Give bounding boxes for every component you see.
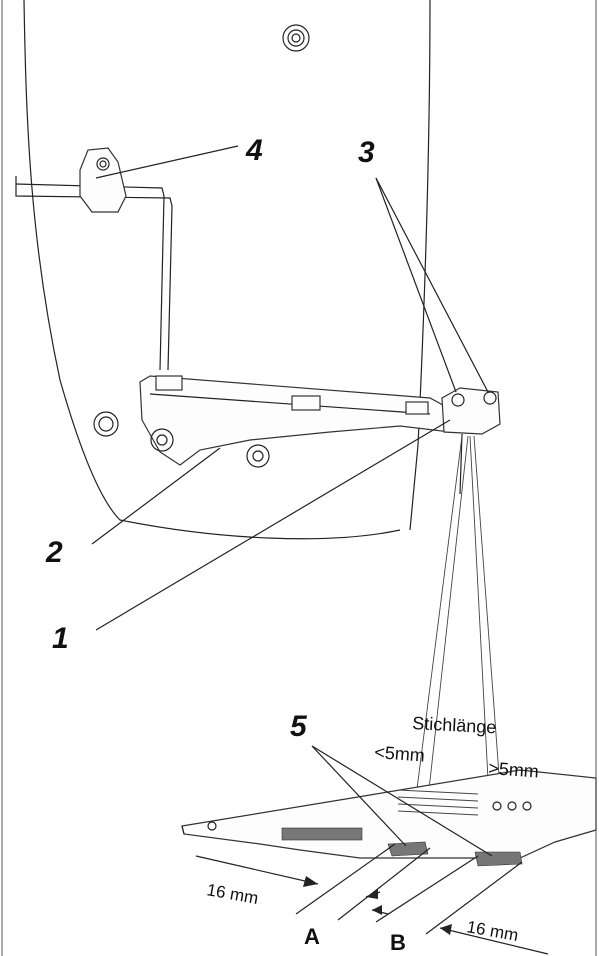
- wire-guide-part-4: [15, 147, 173, 371]
- leader-5b: [311, 745, 493, 857]
- leader-1: [95, 419, 451, 631]
- callout-3: 3: [358, 136, 375, 169]
- dim-left-arrow-line: [195, 855, 319, 885]
- dim-right-arrow-line: [439, 927, 549, 955]
- leader-4: [95, 145, 239, 179]
- ext-line-a2: [337, 847, 431, 921]
- dimension-lines: [195, 843, 549, 955]
- leader-3b: [375, 177, 489, 393]
- less-than-5mm-label: <5mm: [374, 742, 426, 765]
- position-b-label: B: [390, 930, 406, 955]
- greater-than-5mm-label: >5mm: [488, 758, 540, 781]
- needle-plate: [181, 769, 597, 867]
- dim-left-label: 16 mm: [205, 880, 259, 908]
- callout-1: 1: [52, 622, 69, 655]
- position-a-label: A: [304, 924, 320, 949]
- leader-5a: [311, 745, 407, 847]
- leader-3a: [375, 177, 457, 393]
- ext-line-b1: [375, 855, 479, 923]
- stitch-length-label: Stichlänge: [412, 713, 497, 737]
- ext-line-a1: [295, 843, 396, 915]
- leader-2: [91, 447, 221, 545]
- bracket-part-2: [139, 375, 453, 468]
- callout-4: 4: [245, 134, 263, 167]
- callout-2: 2: [45, 536, 63, 569]
- leader-lines: [91, 145, 493, 857]
- ext-line-b2: [425, 861, 523, 935]
- callout-5: 5: [290, 710, 308, 743]
- light-guide-part-1: [441, 387, 501, 495]
- machine-head-outline: [23, 0, 431, 540]
